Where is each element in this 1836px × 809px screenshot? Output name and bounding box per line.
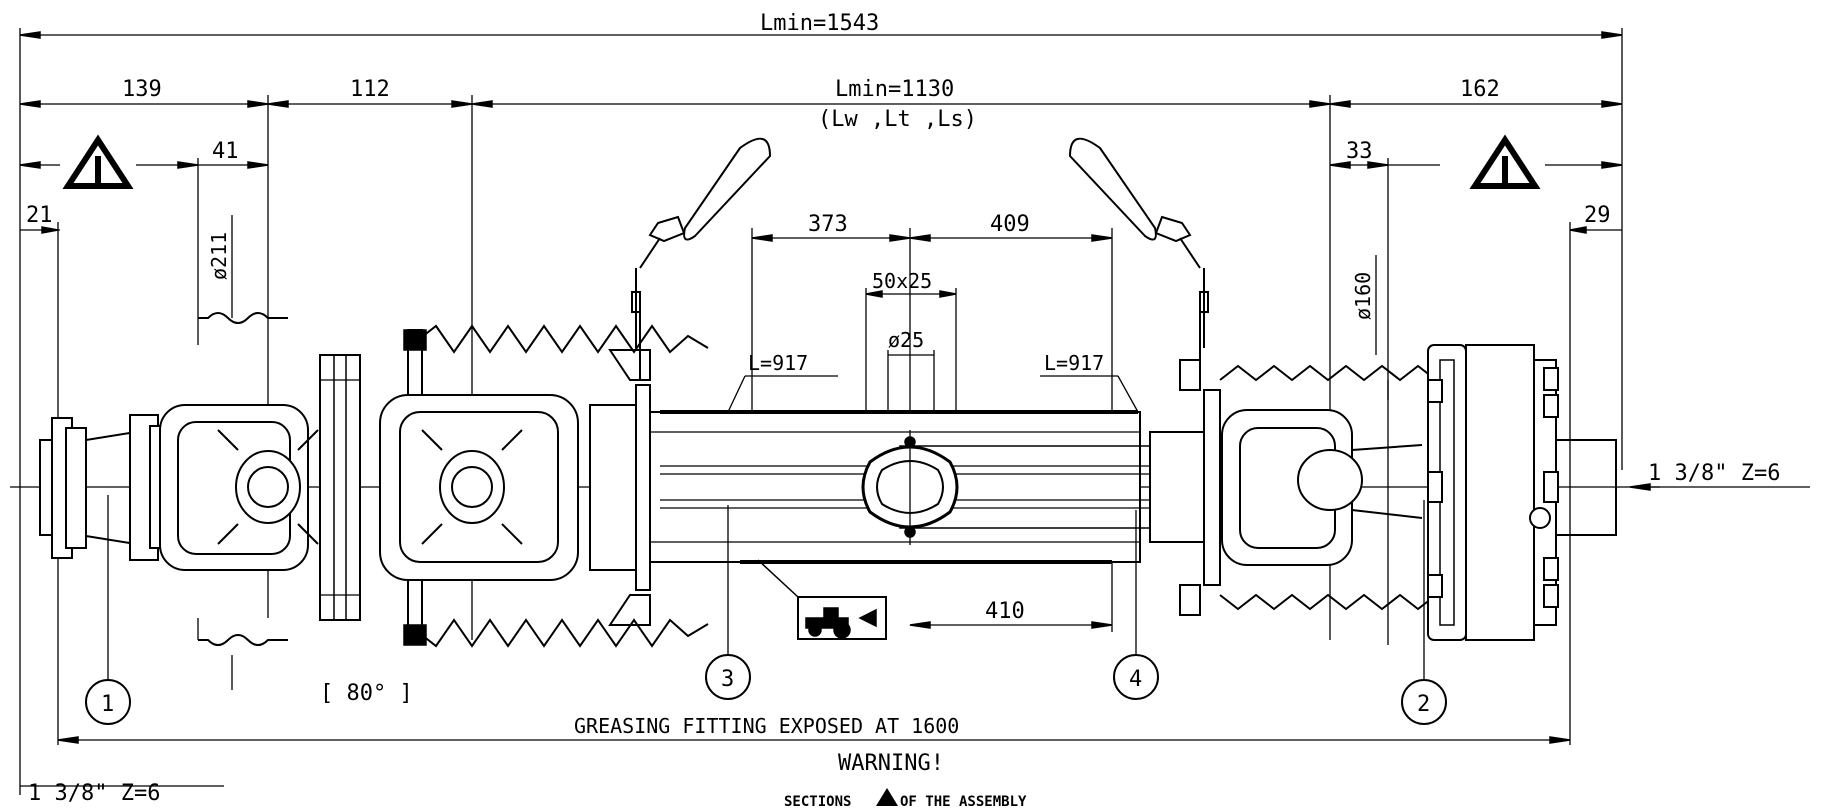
callout-1-label: 1 <box>101 692 114 717</box>
dim-l917-right: L=917 <box>1040 351 1139 413</box>
callout-3: 3 <box>705 505 751 700</box>
right-flange <box>1423 344 1617 690</box>
shaft-spec-right: 1 3/8" Z=6 <box>1648 461 1780 486</box>
greasing-note: GREASING FITTING EXPOSED AT 1600 <box>574 714 959 738</box>
left-joint-2 <box>379 394 579 581</box>
dim-tube-top: 373 409 50x25 ø25 <box>751 212 1113 560</box>
dim-41: 41 <box>19 139 269 318</box>
dim-139-label: 139 <box>122 77 162 102</box>
l917-right-label: L=917 <box>1044 351 1104 375</box>
dia-160-label: ø160 <box>1351 272 1375 320</box>
callout-2-label: 2 <box>1417 692 1430 717</box>
dim-dia-160: ø160 <box>1351 255 1389 645</box>
left-joint-1 <box>159 354 361 621</box>
lmin-tubes-label: Lmin=1130 <box>835 77 954 102</box>
right-guard-cup <box>1149 359 1221 616</box>
callout-2: 2 <box>1401 679 1447 725</box>
sections-note-pre: SECTIONS <box>784 794 851 809</box>
dim-dia-211: ø211 <box>197 215 288 690</box>
sections-note-post: OF THE ASSEMBLY <box>900 794 1027 809</box>
callout-4: 4 <box>1113 510 1159 700</box>
dim-lmin-total: Lmin=1543 <box>19 11 1623 795</box>
lmin-total-label: Lmin=1543 <box>760 11 879 36</box>
warning-triangle-left-icon <box>62 134 134 189</box>
sections-warning-icon <box>876 788 898 806</box>
dim-41-label: 41 <box>212 139 239 164</box>
dim-33-label: 33 <box>1346 139 1373 164</box>
tube-profile-label: 50x25 <box>872 269 932 293</box>
dim-410: 410 <box>909 555 1113 632</box>
callout-4-label: 4 <box>1129 667 1142 692</box>
dia-211-label: ø211 <box>207 232 231 280</box>
shaft-spec-left-label: 1 3/8" Z=6 <box>28 781 160 806</box>
tractor-direction-icon <box>757 559 887 640</box>
dim-29: 29 <box>1569 203 1622 745</box>
tube-dia-label: ø25 <box>888 328 924 352</box>
dim-410-label: 410 <box>985 599 1025 624</box>
right-joint <box>1221 409 1423 566</box>
l917-left-label: L=917 <box>748 351 808 375</box>
dim-29-label: 29 <box>1584 203 1611 228</box>
tube-types-label: (Lw ,Lt ,Ls) <box>818 107 977 132</box>
shaft-spec-left: 1 3/8" Z=6 <box>20 781 224 806</box>
chain-left <box>631 137 772 380</box>
callout-1: 1 <box>85 679 131 725</box>
tube-cross-section <box>861 430 959 545</box>
dim-21-label: 21 <box>26 203 53 228</box>
callout-3-label: 3 <box>721 667 734 692</box>
dim-409-label: 409 <box>990 212 1030 237</box>
dim-33: 33 <box>1329 139 1623 400</box>
left-shaft-end <box>39 414 163 700</box>
joint-angle-label: [ 80° ] <box>320 681 413 706</box>
dim-l917-left: L=917 <box>727 351 838 413</box>
left-guard-cup <box>589 349 651 626</box>
dim-bottom <box>57 736 1571 744</box>
dim-162-label: 162 <box>1460 77 1500 102</box>
dim-373-label: 373 <box>808 212 848 237</box>
warning-heading: WARNING! <box>838 751 944 776</box>
right-guard-bellows <box>1219 364 1437 611</box>
warning-triangle-right-icon <box>1469 134 1541 189</box>
chain-right <box>1068 137 1209 380</box>
dim-112-label: 112 <box>350 77 390 102</box>
